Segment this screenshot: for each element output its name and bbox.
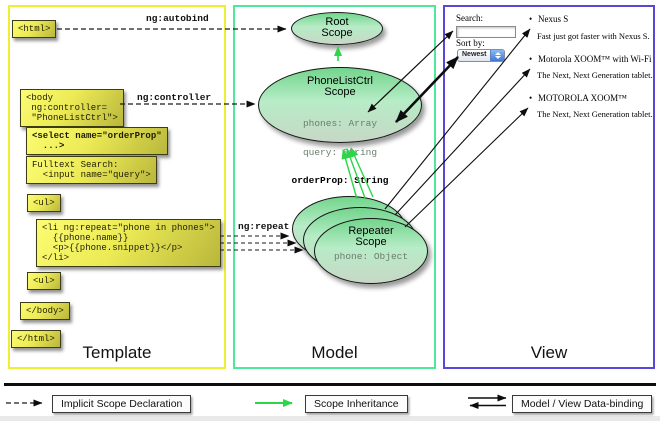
list-item-title: Motorola XOOM™ with Wi-Fi	[538, 54, 652, 64]
code-box-li-repeat: <li ng:repeat="phone in phones"> {{phone…	[36, 219, 221, 267]
bullet-icon: •	[529, 54, 533, 64]
code-box-body-close: </body>	[20, 302, 70, 320]
sort-dropdown-value: Newest	[462, 51, 487, 58]
phonelistctrl-prop-orderprop: orderProp: String	[291, 175, 389, 186]
code-box-select: <select name="orderProp" ...>	[26, 127, 168, 155]
model-panel-label: Model	[311, 343, 358, 362]
legend-model-view-databinding: Model / View Data-binding	[512, 395, 653, 413]
code-box-ul-close: <ul>	[27, 272, 61, 290]
search-label: Search:	[456, 13, 483, 23]
repeater-prop-phone: phone: Object	[333, 251, 409, 262]
list-item-title: Nexus S	[538, 14, 569, 24]
code-box-body-open: <body ng:controller= "PhoneListCtrl">	[20, 89, 124, 127]
repeater-scope-ellipse-front: Repeater Scope phone: Object	[314, 218, 428, 284]
list-item-desc: Fast just got faster with Nexus S.	[537, 31, 650, 41]
template-panel-label: Template	[82, 343, 152, 362]
legend-scope-inheritance: Scope Inheritance	[305, 395, 408, 413]
view-panel-label: View	[530, 343, 568, 362]
sort-dropdown[interactable]: Newest	[457, 49, 505, 62]
code-box-ul-open: <ul>	[27, 194, 61, 212]
phonelistctrl-scope-title: PhoneListCtrl Scope	[306, 75, 374, 98]
list-item-desc: The Next, Next Generation tablet.	[537, 109, 653, 119]
dropdown-stepper-icon	[490, 50, 504, 61]
repeater-scope-title: Repeater Scope	[348, 225, 394, 248]
code-box-fulltext-search: Fulltext Search: <input name="query">	[26, 156, 157, 184]
list-item-desc: The Next, Next Generation tablet.	[537, 70, 653, 80]
phonelistctrl-prop-phones: phones: Array	[302, 118, 378, 129]
ng-controller-label: ng:controller	[137, 92, 212, 103]
sort-by-label: Sort by:	[456, 38, 485, 48]
code-box-html-open: <html>	[12, 20, 57, 38]
root-scope-title: Root Scope	[321, 16, 353, 39]
bullet-icon: •	[529, 14, 533, 24]
phonelistctrl-prop-query: query: String	[302, 146, 378, 158]
root-scope-ellipse: Root Scope	[291, 12, 383, 45]
ng-autobind-label: ng:autobind	[146, 13, 209, 24]
search-input[interactable]	[456, 26, 516, 38]
phonelistctrl-scope-ellipse: PhoneListCtrl Scope phones: Array query:…	[258, 67, 422, 185]
bullet-icon: •	[529, 93, 533, 103]
legend-implicit-scope-declaration: Implicit Scope Declaration	[52, 395, 192, 413]
bottom-gray-strip	[0, 416, 660, 421]
code-box-html-close: </html>	[11, 330, 61, 348]
ng-repeat-label: ng:repeat	[238, 221, 290, 232]
list-item-title: MOTOROLA XOOM™	[538, 93, 627, 103]
